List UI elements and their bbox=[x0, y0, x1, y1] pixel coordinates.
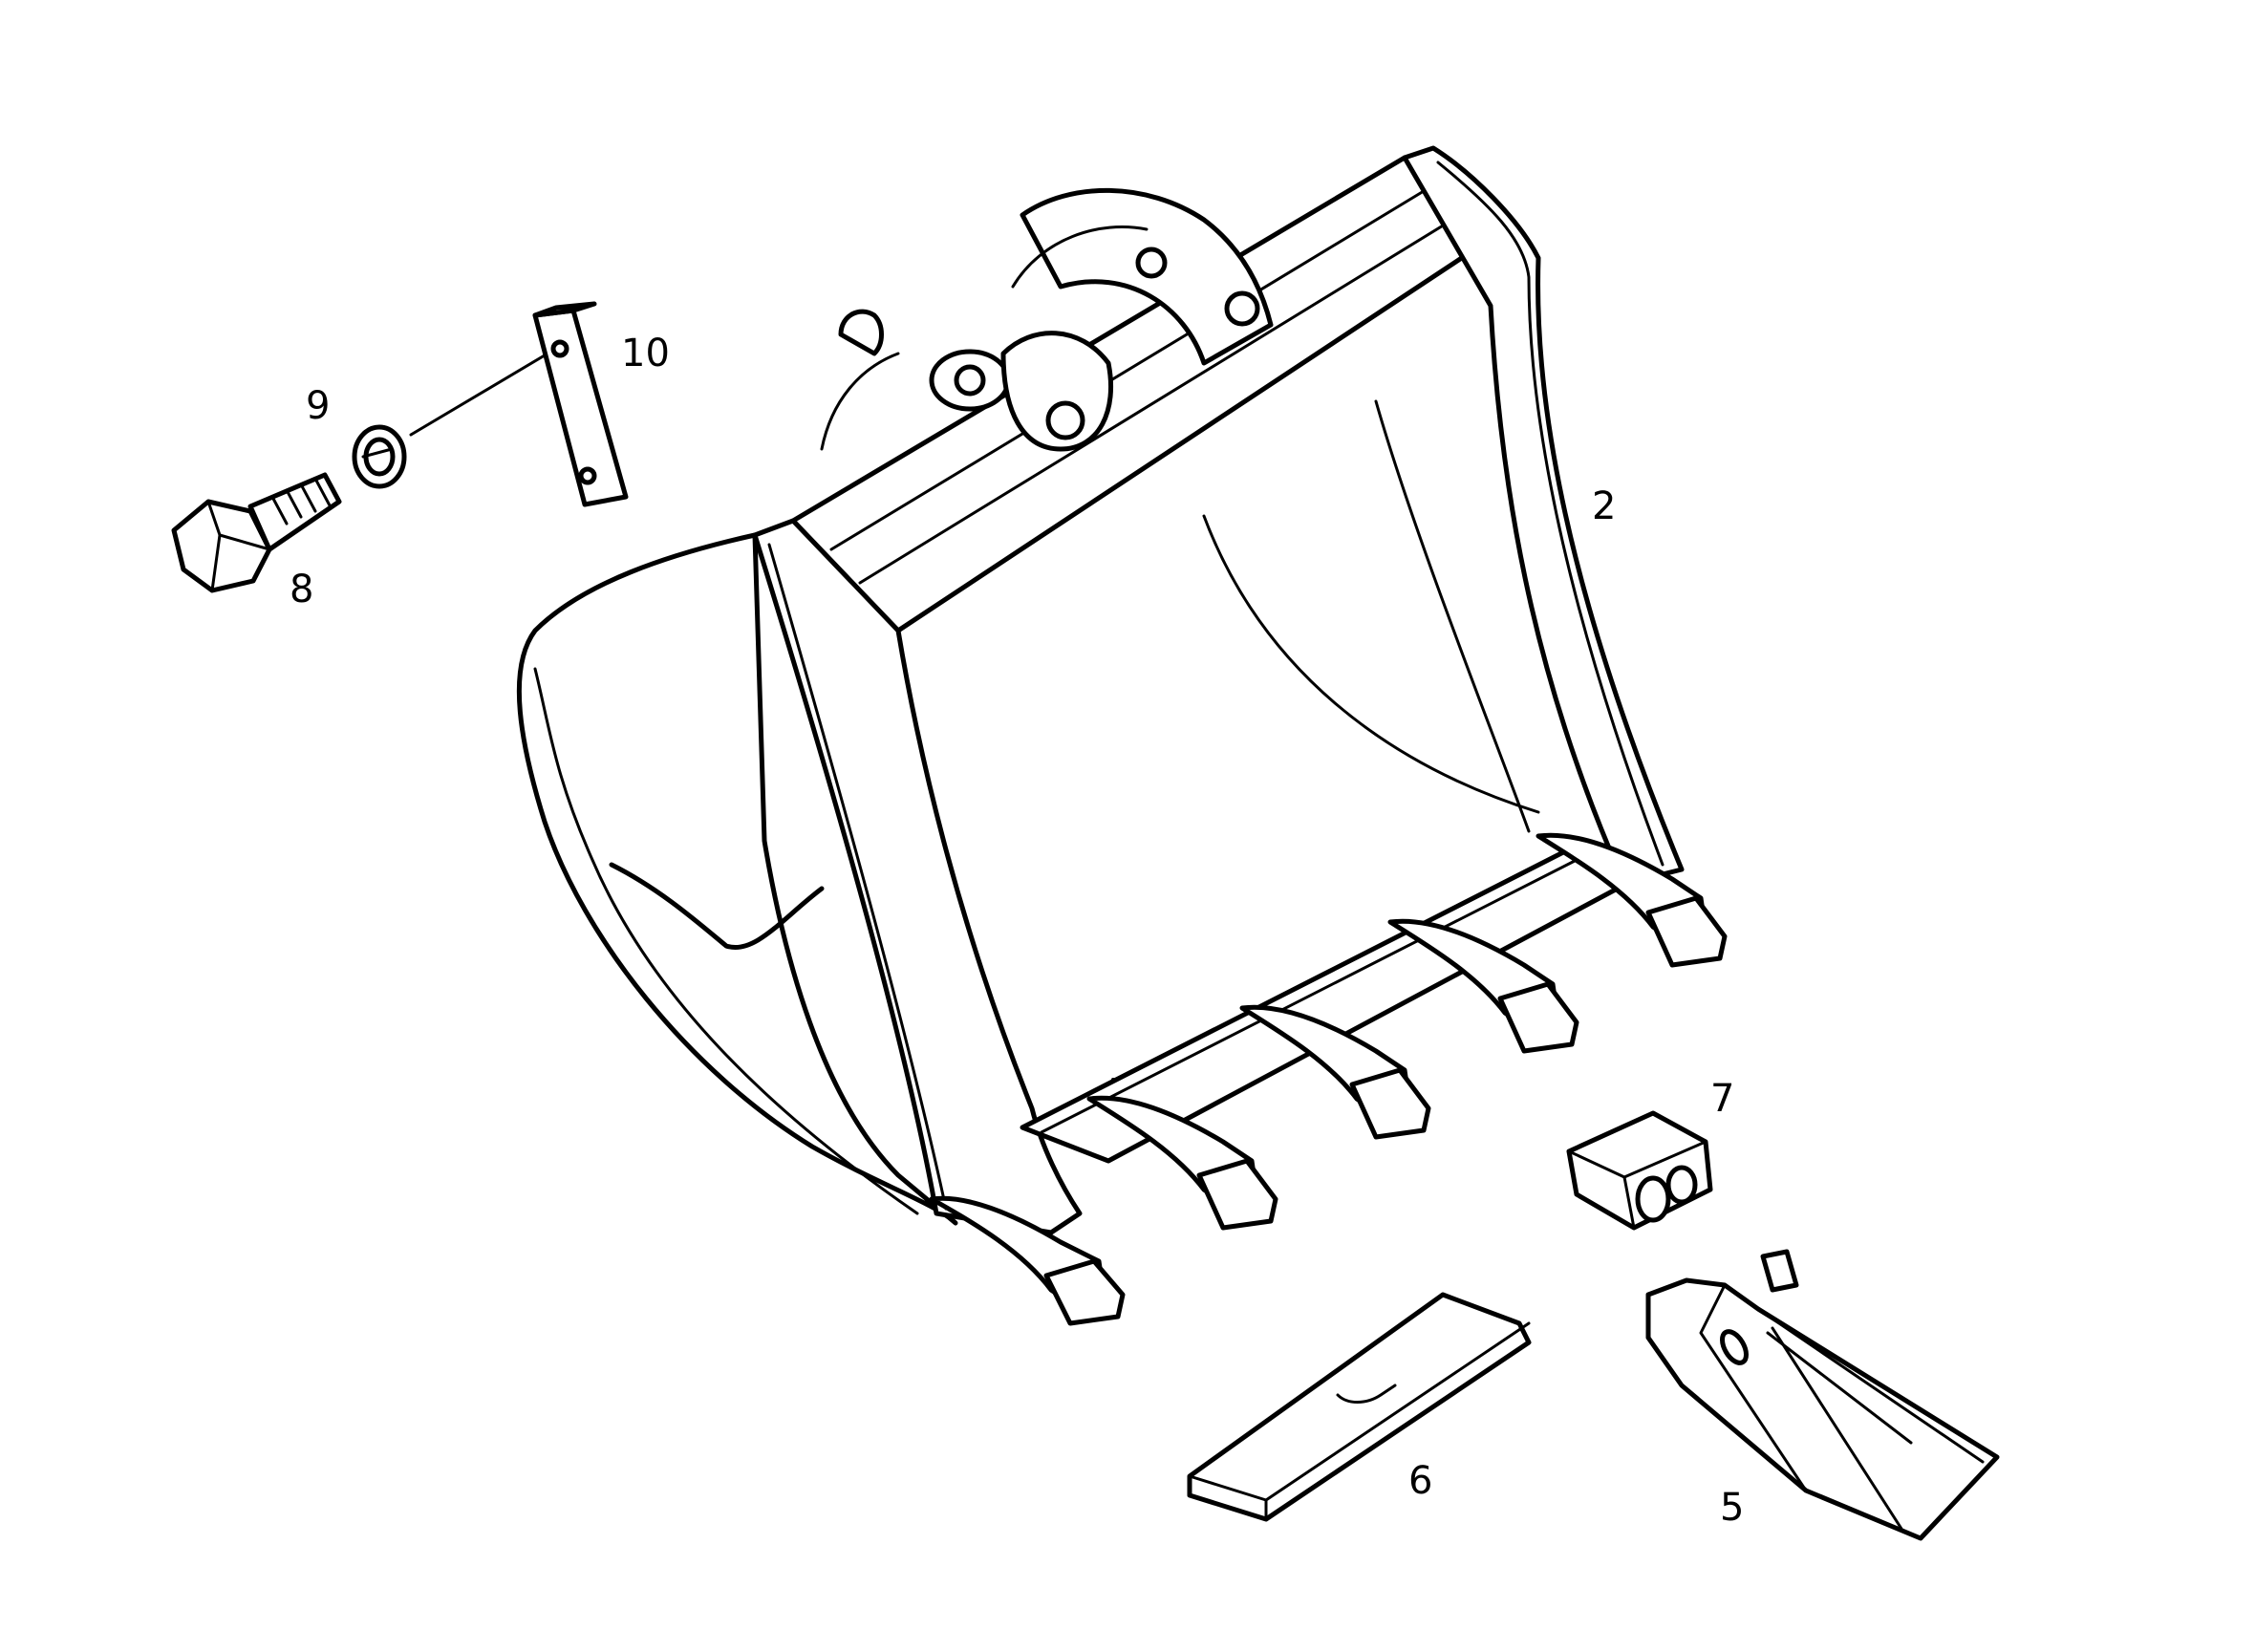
callout-9: 9 bbox=[306, 384, 331, 428]
hinge-boss-left bbox=[929, 349, 1011, 412]
bolt-part bbox=[171, 472, 342, 593]
callout-6: 6 bbox=[1408, 1459, 1433, 1503]
bucket-right-side-plate bbox=[1402, 145, 1685, 887]
hinge-boss-right bbox=[1000, 331, 1114, 452]
callout-7: 7 bbox=[1710, 1077, 1735, 1121]
wear-bar-part bbox=[1187, 1292, 1532, 1522]
bucket-assembly bbox=[516, 145, 1685, 1235]
washer-part bbox=[352, 424, 407, 489]
callout-10: 10 bbox=[621, 332, 670, 375]
bolt-threaded-shank bbox=[247, 472, 342, 552]
tooth-tip-part bbox=[1645, 1249, 2000, 1541]
bucket-teeth bbox=[929, 832, 1728, 1326]
tooth-5 bbox=[1536, 832, 1728, 968]
callout-5: 5 bbox=[1720, 1486, 1745, 1530]
callout-2: 2 bbox=[1592, 484, 1617, 528]
bucket-left-side-plate bbox=[752, 518, 1083, 1235]
plate-part bbox=[532, 301, 629, 507]
tooth-2 bbox=[1086, 1095, 1278, 1231]
bucket-inner-curve bbox=[1202, 514, 1540, 814]
bucket-left-shell bbox=[516, 532, 958, 1226]
callout-8: 8 bbox=[290, 568, 314, 611]
bolt-hex-head bbox=[171, 499, 272, 593]
tooth-4 bbox=[1387, 918, 1579, 1054]
tooth-3 bbox=[1239, 1004, 1431, 1140]
adapter-part bbox=[1566, 1110, 1713, 1231]
leader-line-9-10 bbox=[409, 345, 561, 437]
tooth-1 bbox=[929, 1195, 1126, 1326]
